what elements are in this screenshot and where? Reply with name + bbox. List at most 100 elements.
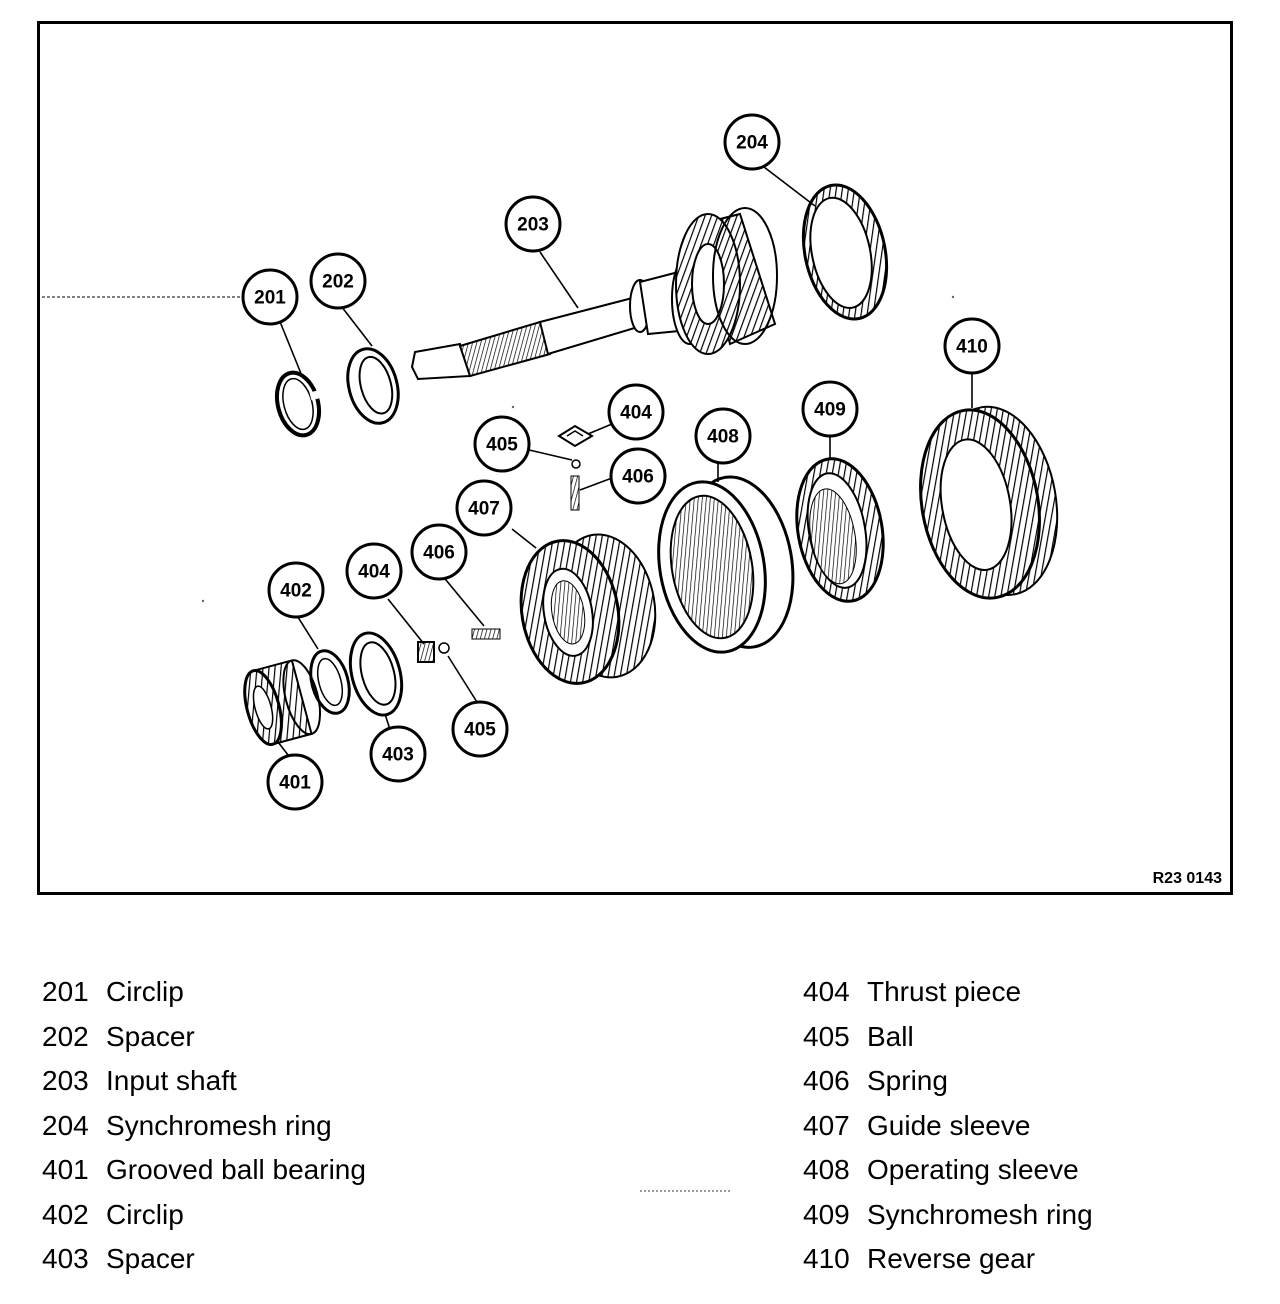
legend-item-403: 403 Spacer [42,1237,366,1282]
legend-part-name: Thrust piece [867,976,1022,1007]
legend-item-401: 401 Grooved ball bearing [42,1148,366,1193]
legend-part-number: 401 [42,1154,89,1185]
ball-lower-drawing [438,642,450,654]
legend-part-name: Circlip [106,1198,184,1230]
legend-part-name: Circlip [106,976,184,1007]
legend-item-410: 410 Reverse gear [803,1237,1093,1282]
legend-part-number: 403 [42,1243,89,1274]
legend-part-number: 204 [42,1109,89,1141]
callout-circle-401 [266,753,324,811]
callout-label-410: 410 [956,337,988,358]
callout-circle-402 [267,561,325,619]
callout-circle-403 [369,725,427,783]
callout-circle-203 [504,195,562,253]
legend-part-number: 202 [42,1020,89,1052]
callout-circle-406 [410,523,468,581]
legend-part-name: Reverse gear [867,1243,1036,1274]
legend-item-405: 405 Ball [803,1015,1093,1060]
callout-label-201: 201 [254,288,286,309]
legend-item-201: 201 Circlip [42,970,366,1015]
legend-item-406: 406 Spring [803,1059,1093,1104]
callout-label-401: 401 [279,773,311,794]
legend-part-name: Grooved ball bearing [106,1154,366,1185]
thrust-piece-upper-drawing [557,424,594,448]
callout-label-406: 406 [423,543,455,564]
callout-label-409: 409 [814,400,846,421]
reverse-gear-410-drawing [919,405,1059,600]
ball-upper-drawing [571,459,581,469]
legend-right-column: 404 Thrust piece 405 Ball 406 Spring 407 Guide … [803,970,1093,1282]
legend-item-408: 408 Operating sleeve [803,1148,1093,1193]
legend-part-number: 410 [803,1243,850,1274]
callout-circle-405 [451,700,509,758]
callout-circle-405 [473,415,531,473]
callout-circle-408 [694,407,752,465]
legend-part-number: 409 [803,1198,850,1230]
legend-part-name: Ball [867,1020,914,1052]
thrust-piece-lower-drawing [417,641,435,663]
circlip-201-drawing [274,370,322,438]
callout-label-204: 204 [736,133,768,154]
circlip-402-drawing [309,649,351,715]
callout-label-408: 408 [707,427,739,448]
operating-sleeve-408-drawing [657,475,795,654]
exploded-parts-diagram: 201 202 203 204 401 402 403 404 405 406 407 408 409 4… [42,113,1059,811]
callout-label-405: 405 [486,435,518,456]
legend-part-number: 201 [42,976,89,1007]
legend-part-number: 203 [42,1065,89,1096]
legend-part-number: 407 [803,1109,850,1141]
callout-circle-202 [309,252,367,310]
legend-part-number: 408 [803,1154,850,1185]
callout-label-402: 402 [280,581,312,602]
callout-label-406: 406 [622,467,654,488]
legend-item-402: 402 Circlip [42,1193,366,1238]
guide-sleeve-407-drawing [519,533,657,685]
legend-part-number: 402 [42,1198,89,1230]
legend-part-number: 404 [803,976,850,1007]
legend-item-203: 203 Input shaft [42,1059,366,1104]
legend-part-name: Spacer [106,1243,195,1274]
spring-upper-drawing [570,475,580,511]
callout-label-404: 404 [620,403,652,424]
callout-circle-409 [801,380,859,438]
callout-circle-404 [345,542,403,600]
legend-part-name: Synchromesh ring [867,1198,1093,1230]
callout-circle-201 [241,268,299,326]
callout-circle-407 [455,479,513,537]
input-shaft-203-drawing [410,207,778,381]
figure-code: R23 0143 [1152,870,1222,887]
callout-circle-404 [607,383,665,441]
speck-marks [201,295,955,603]
callout-label-403: 403 [382,745,414,766]
legend-item-404: 404 Thrust piece [803,970,1093,1015]
spacer-202-drawing [346,347,400,425]
legend-part-name: Operating sleeve [867,1154,1079,1185]
legend-part-number: 406 [803,1065,850,1096]
callout-label-407: 407 [468,499,500,520]
legend-item-409: 409 Synchromesh ring [803,1193,1093,1238]
legend-part-name: Spring [867,1065,948,1096]
legend-part-name: Synchromesh ring [106,1109,332,1141]
legend-item-202: 202 Spacer [42,1015,366,1060]
callout-label-203: 203 [517,215,549,236]
legend-part-number: 405 [803,1020,850,1052]
callout-circle-406 [609,447,667,505]
synchromesh-ring-204-drawing [801,183,889,321]
callout-bubbles: 201 202 203 204 401 402 403 404 405 406 407 408 409 4… [241,113,1001,811]
spring-lower-drawing [471,628,501,640]
legend-part-name: Spacer [106,1020,195,1052]
spacer-403-drawing [348,631,404,717]
diagram-frame: 201 202 203 204 401 402 403 404 405 406 407 408 409 4… [37,21,1233,895]
callout-label-202: 202 [322,272,354,293]
stray-dotted-mark [640,1190,730,1194]
legend-item-407: 407 Guide sleeve [803,1104,1093,1149]
legend-part-name: Guide sleeve [867,1109,1031,1141]
callout-label-405: 405 [464,720,496,741]
legend-part-name: Input shaft [106,1065,237,1096]
synchromesh-ring-409-drawing [795,457,885,603]
legend-item-204: 204 Synchromesh ring [42,1104,366,1149]
callout-label-404: 404 [358,562,390,583]
callout-circle-410 [943,317,1001,375]
ball-bearing-401-drawing [243,659,322,746]
